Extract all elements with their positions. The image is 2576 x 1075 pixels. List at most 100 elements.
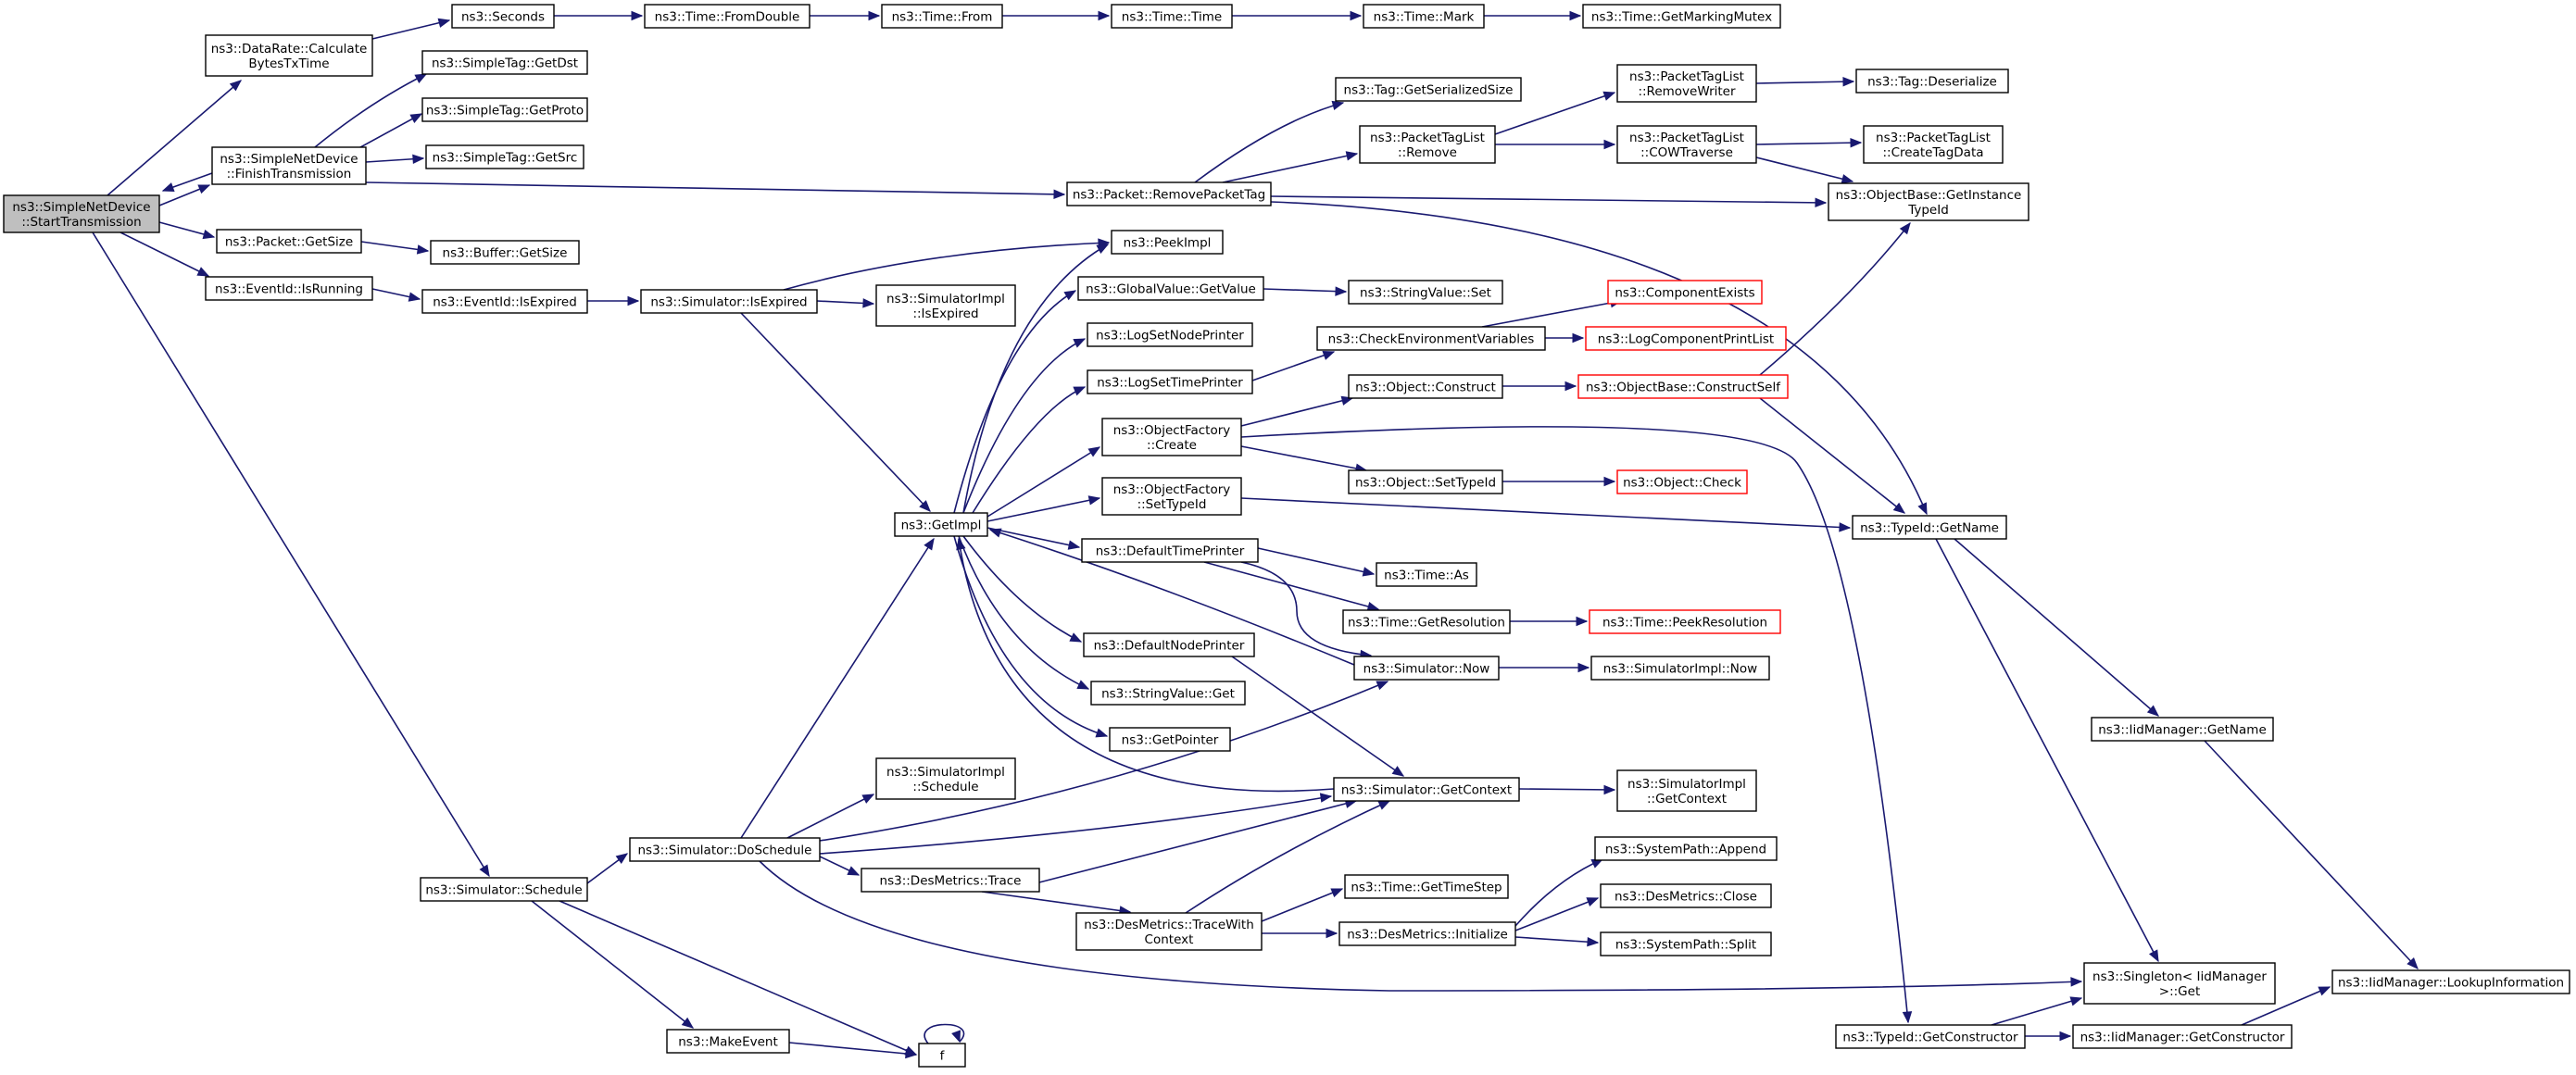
node-time[interactable]: ns3::Time::Time <box>1111 4 1233 29</box>
node-iidlookup[interactable]: ns3::IidManager::LookupInformation <box>2331 969 2570 994</box>
edge-removetag-to-ptlremove <box>1222 151 1359 183</box>
node-box <box>216 229 362 254</box>
node-label: ::Remove <box>1398 145 1457 160</box>
node-ofsettypeid[interactable]: ns3::ObjectFactory::SetTypeId <box>1101 477 1242 516</box>
node-from[interactable]: ns3::Time::From <box>881 4 1003 29</box>
node-gvgetvalue[interactable]: ns3::GlobalValue::GetValue <box>1077 276 1264 301</box>
node-simgetctx[interactable]: ns3::Simulator::GetContext <box>1333 777 1520 802</box>
node-box <box>451 4 555 29</box>
node-box <box>1359 125 1496 164</box>
node-ofcreate[interactable]: ns3::ObjectFactory::Create <box>1101 418 1242 456</box>
node-finish[interactable]: ns3::SimpleNetDevice::FinishTransmission <box>211 146 367 185</box>
node-label: ns3::PacketTagList <box>1629 131 1744 145</box>
node-peekimpl[interactable]: ns3::PeekImpl <box>1111 230 1224 255</box>
node-getdst[interactable]: ns3::SimpleTag::GetDst <box>421 50 588 75</box>
node-iidgetname[interactable]: ns3::IidManager::GetName <box>2091 717 2274 742</box>
node-box <box>875 757 1016 800</box>
node-mutex[interactable]: ns3::Time::GetMarkingMutex <box>1582 4 1781 29</box>
edge-iidgetctor-to-iidlookup <box>2241 986 2331 1026</box>
node-simexpired[interactable]: ns3::Simulator::IsExpired <box>640 289 818 314</box>
node-strvalset[interactable]: ns3::StringValue::Set <box>1348 280 1503 305</box>
node-getimpl[interactable]: ns3::GetImpl <box>894 512 988 537</box>
node-label: ns3::DesMetrics::Trace <box>880 874 1022 889</box>
node-spappend[interactable]: ns3::SystemPath::Append <box>1594 836 1778 861</box>
node-ptlcreatetag[interactable]: ns3::PacketTagList::CreateTagData <box>1863 125 2004 164</box>
node-simimplexpired[interactable]: ns3::SimulatorImpl::IsExpired <box>875 284 1016 327</box>
node-box <box>1111 4 1233 29</box>
node-spsplit[interactable]: ns3::SystemPath::Split <box>1600 931 1772 956</box>
edge-getimpl-to-deftimeprinter <box>986 527 1081 550</box>
node-simimplschedule[interactable]: ns3::SimulatorImpl::Schedule <box>875 757 1016 800</box>
node-makeevent[interactable]: ns3::MakeEvent <box>666 1029 790 1054</box>
node-destrace[interactable]: ns3::DesMetrics::Trace <box>861 868 1040 893</box>
node-label: ns3::Seconds <box>461 10 545 25</box>
node-evrunning[interactable]: ns3::EventId::IsRunning <box>205 276 373 301</box>
edge-simnow-to-getimpl <box>988 528 1355 666</box>
node-logcompprint[interactable]: ns3::LogComponentPrintList <box>1585 326 1787 351</box>
node-getsrc[interactable]: ns3::SimpleTag::GetSrc <box>425 144 584 169</box>
node-timepeekres[interactable]: ns3::Time::PeekResolution <box>1589 609 1781 634</box>
node-obconstructself[interactable]: ns3::ObjectBase::ConstructSelf <box>1577 374 1789 399</box>
edge-getimpl-to-getpointer <box>953 535 1109 738</box>
node-simschedule[interactable]: ns3::Simulator::Schedule <box>420 877 588 902</box>
node-logtime[interactable]: ns3::LogSetTimePrinter <box>1087 369 1253 394</box>
node-label: ns3::TypeId::GetConstructor <box>1842 1031 2018 1045</box>
node-box <box>2091 717 2274 742</box>
node-singletonget[interactable]: ns3::Singleton< IidManager >::Get <box>2083 962 2276 1005</box>
node-simnow[interactable]: ns3::Simulator::Now <box>1353 656 1500 681</box>
edge-calcbytes-to-seconds <box>371 18 451 40</box>
edge-doschedule-to-getimpl <box>740 537 935 839</box>
node-getproto[interactable]: ns3::SimpleTag::GetProto <box>421 97 588 122</box>
node-seconds[interactable]: ns3::Seconds <box>451 4 555 29</box>
node-mark[interactable]: ns3::Time::Mark <box>1363 4 1485 29</box>
node-timeas[interactable]: ns3::Time::As <box>1376 562 1477 587</box>
node-strvalget[interactable]: ns3::StringValue::Get <box>1090 681 1246 706</box>
node-objconstruct[interactable]: ns3::Object::Construct <box>1348 374 1503 399</box>
node-defnodeprinter[interactable]: ns3::DefaultNodePrinter <box>1083 632 1255 657</box>
node-fromdouble[interactable]: ns3::Time::FromDouble <box>644 4 810 29</box>
node-objcheck[interactable]: ns3::Object::Check <box>1616 469 1748 494</box>
node-f[interactable]: f <box>918 1043 966 1068</box>
edge-start-to-evrunning <box>119 231 210 277</box>
edge-obconstructself-to-tidgetname <box>1759 397 1906 514</box>
node-evexpired[interactable]: ns3::EventId::IsExpired <box>421 289 588 314</box>
node-tidgetname[interactable]: ns3::TypeId::GetName <box>1852 515 2007 540</box>
node-start[interactable]: ns3::SimpleNetDevice::StartTransmission <box>3 194 160 233</box>
node-getpointer[interactable]: ns3::GetPointer <box>1109 727 1231 752</box>
node-compexists[interactable]: ns3::ComponentExists <box>1607 280 1763 305</box>
node-timegetstep[interactable]: ns3::Time::GetTimeStep <box>1344 874 1509 899</box>
edge-f-to-f <box>924 1023 965 1044</box>
node-box <box>421 97 588 122</box>
node-timegetres[interactable]: ns3::Time::GetResolution <box>1342 609 1511 634</box>
node-label: ::COWTraverse <box>1640 145 1733 160</box>
node-label: ns3::Simulator::Now <box>1363 662 1490 677</box>
node-ptlremovewriter[interactable]: ns3::PacketTagList::RemoveWriter <box>1616 64 1757 103</box>
edge-tidgetctor-to-iidgetctor <box>2025 1031 2072 1042</box>
node-desclose[interactable]: ns3::DesMetrics::Close <box>1600 883 1772 908</box>
node-tidgetctor[interactable]: ns3::TypeId::GetConstructor <box>1835 1024 2026 1049</box>
node-pktgetsize[interactable]: ns3::Packet::GetSize <box>216 229 362 254</box>
node-objsettypeid[interactable]: ns3::Object::SetTypeId <box>1348 469 1503 494</box>
edge-ptlremove-to-ptlcow <box>1495 139 1616 150</box>
node-deftimeprinter[interactable]: ns3::DefaultTimePrinter <box>1081 538 1259 563</box>
node-iidgetctor[interactable]: ns3::IidManager::GetConstructor <box>2072 1024 2293 1049</box>
node-simimplnow[interactable]: ns3::SimulatorImpl::Now <box>1590 656 1770 681</box>
node-taggetser[interactable]: ns3::Tag::GetSerializedSize <box>1335 77 1522 102</box>
node-bufgetsize[interactable]: ns3::Buffer::GetSize <box>430 240 580 265</box>
edge-removetag-to-taggetser <box>1194 100 1345 183</box>
node-simimplgetctx[interactable]: ns3::SimulatorImpl::GetContext <box>1616 769 1757 812</box>
node-removetag[interactable]: ns3::Packet::RemovePacketTag <box>1066 181 1272 206</box>
node-label: ns3::Time::As <box>1384 569 1469 583</box>
node-label: ns3::SimpleTag::GetDst <box>432 56 578 71</box>
node-tiddeser[interactable]: ns3::Tag::Deserialize <box>1855 69 2009 94</box>
node-lognode[interactable]: ns3::LogSetNodePrinter <box>1087 322 1253 347</box>
node-checkenv[interactable]: ns3::CheckEnvironmentVariables <box>1316 326 1546 351</box>
node-ptlcow[interactable]: ns3::PacketTagList::COWTraverse <box>1616 125 1757 164</box>
node-ptlremove[interactable]: ns3::PacketTagList::Remove <box>1359 125 1496 164</box>
node-desinit[interactable]: ns3::DesMetrics::Initialize <box>1338 921 1516 946</box>
edge-start-to-calcbytes <box>107 80 243 196</box>
node-doschedule[interactable]: ns3::Simulator::DoSchedule <box>629 837 821 862</box>
